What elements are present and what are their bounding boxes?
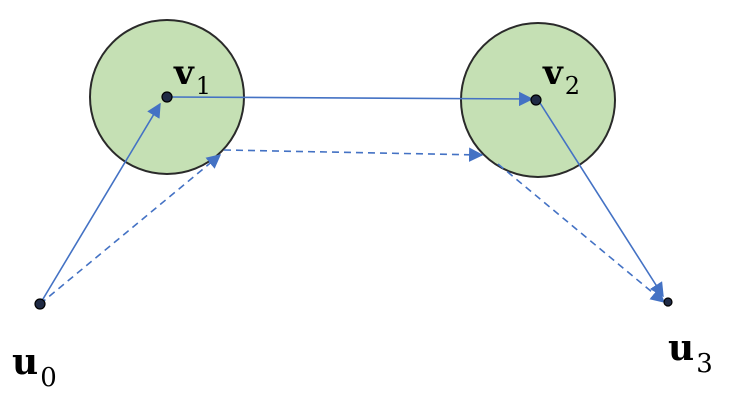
point-v1 bbox=[161, 91, 173, 103]
label-v1: v1 bbox=[173, 53, 211, 100]
label-u3-base: u bbox=[668, 327, 694, 369]
dashed-arrow-boundary1-boundary2 bbox=[223, 147, 484, 162]
solid-arrow-v1-v2 bbox=[168, 91, 534, 107]
label-u0-sub: 0 bbox=[40, 363, 57, 393]
label-u3: u3 bbox=[668, 327, 713, 379]
dashed-arrow-u0-boundary1 bbox=[39, 154, 222, 305]
solid-arrow-v2-u3 bbox=[539, 102, 664, 298]
point-u3 bbox=[663, 297, 673, 307]
label-v2-base: v bbox=[542, 53, 564, 93]
label-v2-sub: 2 bbox=[565, 72, 580, 100]
point-v2 bbox=[530, 94, 542, 106]
label-v1-base: v bbox=[173, 53, 195, 93]
label-v2: v2 bbox=[542, 53, 580, 100]
point-u0 bbox=[34, 298, 46, 310]
dashed-arrow-boundary2-u3 bbox=[497, 163, 666, 303]
label-u0-base: u bbox=[12, 341, 38, 383]
label-v1-sub: 1 bbox=[196, 72, 211, 100]
label-u0: u0 bbox=[12, 341, 57, 393]
solid-arrow-u0-v1 bbox=[39, 102, 161, 305]
label-u3-sub: 3 bbox=[696, 349, 713, 379]
